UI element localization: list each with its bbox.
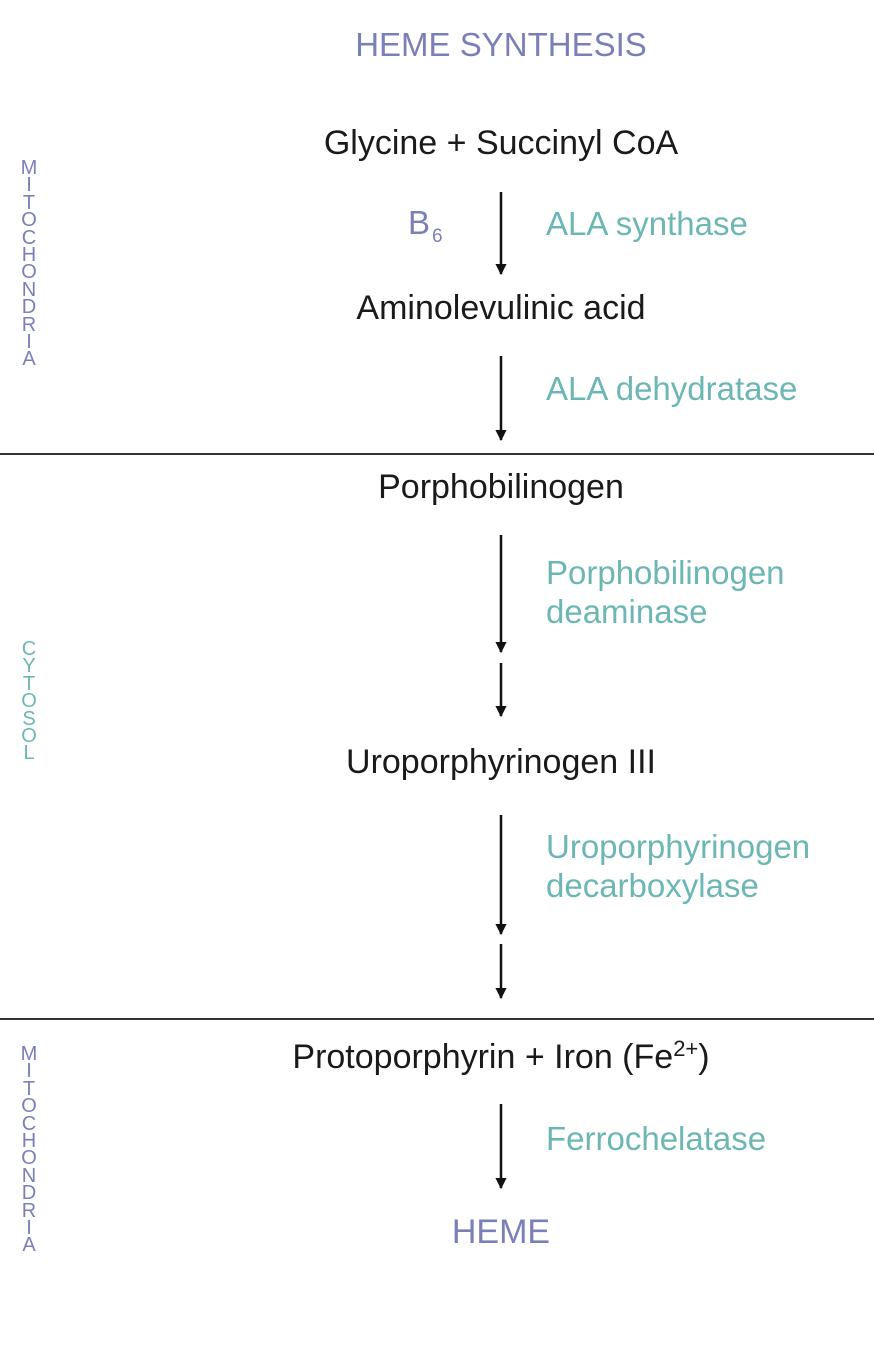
mitochondria-cytosol-divider (0, 453, 874, 455)
diagram-title: HEME SYNTHESIS (355, 26, 647, 63)
compartment-letter: O (21, 209, 37, 232)
compartment-letter: I (26, 1217, 32, 1240)
compartment-letter: N (21, 1164, 37, 1187)
compartment-letter: T (22, 191, 36, 214)
molecule-protoporphyrin-iron: Protoporphyrin + Iron (Fe2+) (292, 1036, 710, 1076)
enzyme-ferrochelatase: Ferrochelatase (546, 1120, 767, 1157)
molecule-uroporphyrinogen-iii: Uroporphyrinogen III (346, 743, 656, 781)
compartment-letter: O (21, 1095, 37, 1118)
compartment-letter: C (21, 226, 37, 249)
compartment-letter: T (22, 672, 36, 695)
compartment-letter: O (21, 725, 37, 748)
compartment-letter: H (21, 1130, 37, 1153)
enzyme-ala-dehydratase: ALA dehydratase (546, 370, 798, 407)
compartment-letter: S (22, 707, 36, 730)
compartment-letter: I (26, 174, 32, 197)
molecule-porphobilinogen: Porphobilinogen (378, 468, 624, 506)
compartment-letter: R (21, 1199, 37, 1222)
cytosol-mitochondria-divider (0, 1018, 874, 1020)
compartment-letter: O (21, 261, 37, 284)
compartment-letter: T (22, 1077, 36, 1100)
molecule-heme: HEME (451, 1213, 551, 1251)
compartment-letter: D (21, 296, 37, 319)
compartment-letter: I (26, 331, 32, 354)
compartment-letter: C (21, 638, 37, 660)
compartment-letter: Y (22, 655, 36, 678)
compartment-letter: M (20, 157, 38, 179)
compartment-letter: N (21, 278, 37, 301)
compartment-letter: R (21, 313, 37, 336)
compartment-letter: O (21, 1147, 37, 1170)
compartment-letter: D (21, 1182, 37, 1205)
compartment-letter: L (23, 742, 35, 765)
compartment-letter: H (21, 244, 37, 267)
compartment-letter: A (22, 1234, 36, 1257)
compartment-letter: C (21, 1112, 37, 1135)
compartment-letter: I (26, 1060, 32, 1083)
compartment-letter: A (22, 348, 36, 371)
compartment-letter: M (20, 1043, 38, 1065)
compartment-letter: O (21, 690, 37, 713)
enzyme-ala-synthase: ALA synthase (546, 205, 748, 242)
molecule-aminolevulinic-acid: Aminolevulinic acid (356, 289, 646, 327)
molecule-glycine-succinyl-coa: Glycine + Succinyl CoA (323, 124, 679, 162)
